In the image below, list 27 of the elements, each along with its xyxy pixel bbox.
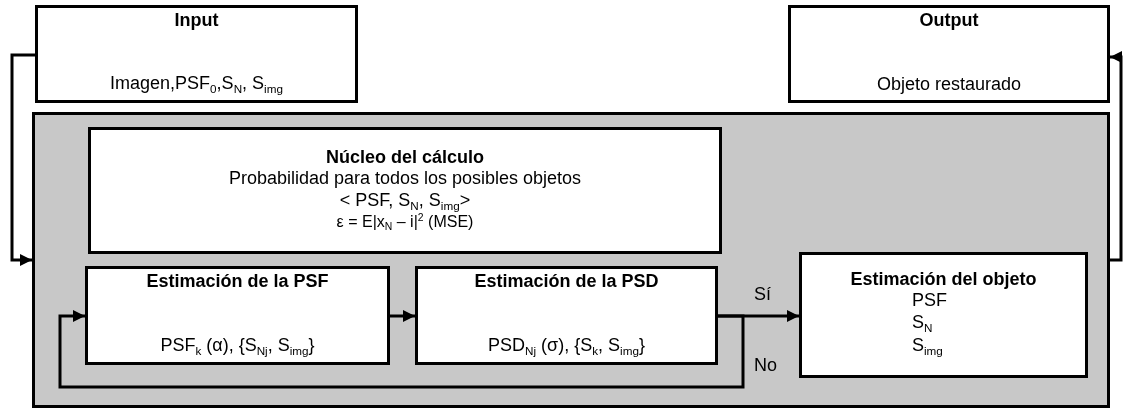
box-heading: Estimación del objeto xyxy=(850,268,1037,291)
box-heading: Estimación de la PSF xyxy=(146,271,329,293)
process-box xyxy=(88,127,722,254)
box-text: S$_{img}$ xyxy=(912,334,943,358)
box-text: Imagen,PSF$_{0}$,S$_{N}$, S$_{img}$ xyxy=(110,73,283,96)
box-text: PSD$_{Nj}$ (σ), {S$_{k}$, S$_{img}$} xyxy=(488,335,645,358)
box-heading: Output xyxy=(919,10,979,32)
box-heading: Estimación de la PSD xyxy=(474,271,659,293)
box-text: Objeto restaurado xyxy=(876,74,1022,96)
output-box xyxy=(788,5,1110,103)
box-text: Probabilidad para todos los posibles objetos xyxy=(228,168,582,190)
arrow xyxy=(58,310,745,389)
box-text: PSF$_{k}$ (α), {S$_{Nj}$, S$_{img}$} xyxy=(160,335,315,358)
arrow xyxy=(1110,51,1123,262)
box-heading: Input xyxy=(174,10,219,32)
box-text: PSF xyxy=(912,290,947,313)
box-heading: Núcleo del cálculo xyxy=(325,146,484,169)
process-box xyxy=(799,252,1088,378)
process-panel xyxy=(32,112,1110,408)
process-box xyxy=(85,266,390,365)
box-text: S$_{N}$ xyxy=(912,312,933,335)
box-text: < PSF, S$_{N}$, S$_{img}$> xyxy=(339,189,471,213)
arrow xyxy=(10,53,35,266)
process-box xyxy=(415,266,718,365)
box-text: ε = E|x$_{N}$ – i|$^{2}$ (MSE) xyxy=(336,212,474,235)
arrow xyxy=(390,310,415,322)
input-box xyxy=(35,5,358,103)
